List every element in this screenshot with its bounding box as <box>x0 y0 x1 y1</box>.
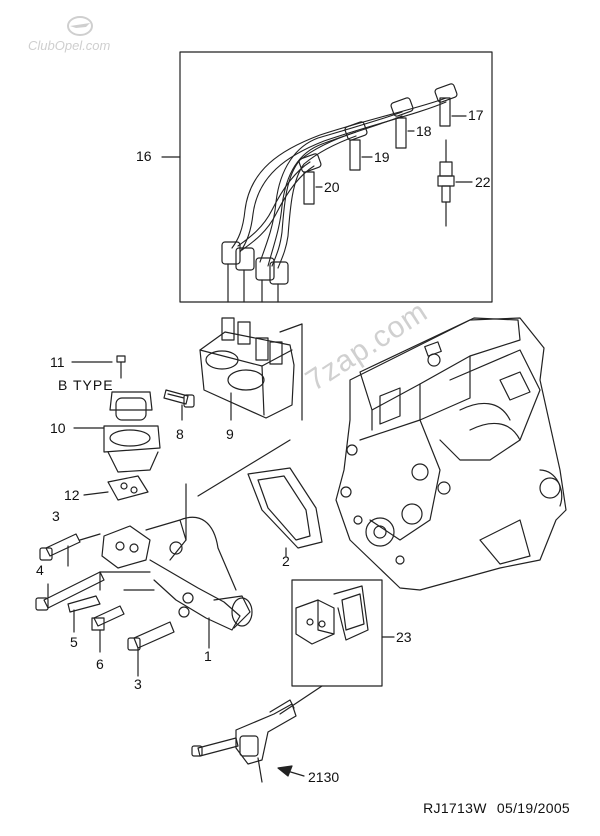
ignition-wire-set-frame <box>161 51 493 303</box>
callout-2130: 2130 <box>308 769 340 785</box>
housing-gasket <box>185 439 323 557</box>
callout-9: 9 <box>226 426 234 442</box>
spark-plug <box>437 139 455 227</box>
drawing-footer: RJ1713W 05/19/2005 <box>423 800 570 816</box>
drawing-code: RJ1713W <box>423 800 487 816</box>
callout-8: 8 <box>176 426 184 442</box>
watermark-logo-text: ClubOpel.com <box>28 38 111 53</box>
callout-16: 16 <box>136 148 152 164</box>
coil-end-boots <box>221 241 289 303</box>
callout-19: 19 <box>374 149 390 165</box>
sensor-connector <box>295 585 369 645</box>
housing-bolt-long <box>35 571 105 611</box>
callout-3-upper: 3 <box>52 508 60 524</box>
callout-12: 12 <box>64 487 80 503</box>
ignition-coil <box>199 317 303 421</box>
callout-3-lower: 3 <box>134 676 142 692</box>
coolant-outlet-housing <box>101 516 253 649</box>
callout-10: 10 <box>50 420 66 436</box>
clubopel-watermark-logo: ClubOpel.com <box>20 10 130 56</box>
plug-end-boots <box>298 83 458 205</box>
callout-4: 4 <box>36 562 44 578</box>
callout-5: 5 <box>70 634 78 650</box>
callout-11: 11 <box>50 354 65 370</box>
egr-gasket <box>83 475 149 501</box>
callout-6: 6 <box>96 656 104 672</box>
callout-23: 23 <box>396 629 412 645</box>
callout-20: 20 <box>324 179 340 195</box>
callout-arrow-2130 <box>277 765 305 777</box>
temperature-sensors <box>67 571 155 653</box>
callout-2: 2 <box>282 553 290 569</box>
callout-1: 1 <box>204 648 212 664</box>
sensor-frame <box>279 579 395 715</box>
housing-bolts <box>39 533 175 677</box>
coil-bolt <box>163 389 195 421</box>
variant-label-b-type: B TYPE <box>58 377 114 393</box>
callout-22: 22 <box>475 174 491 190</box>
crank-sensor <box>191 699 297 783</box>
drawing-date: 05/19/2005 <box>496 800 570 816</box>
egr-valve <box>73 355 161 473</box>
callout-17: 17 <box>468 107 484 123</box>
callout-18: 18 <box>416 123 432 139</box>
engine-block <box>335 317 567 591</box>
